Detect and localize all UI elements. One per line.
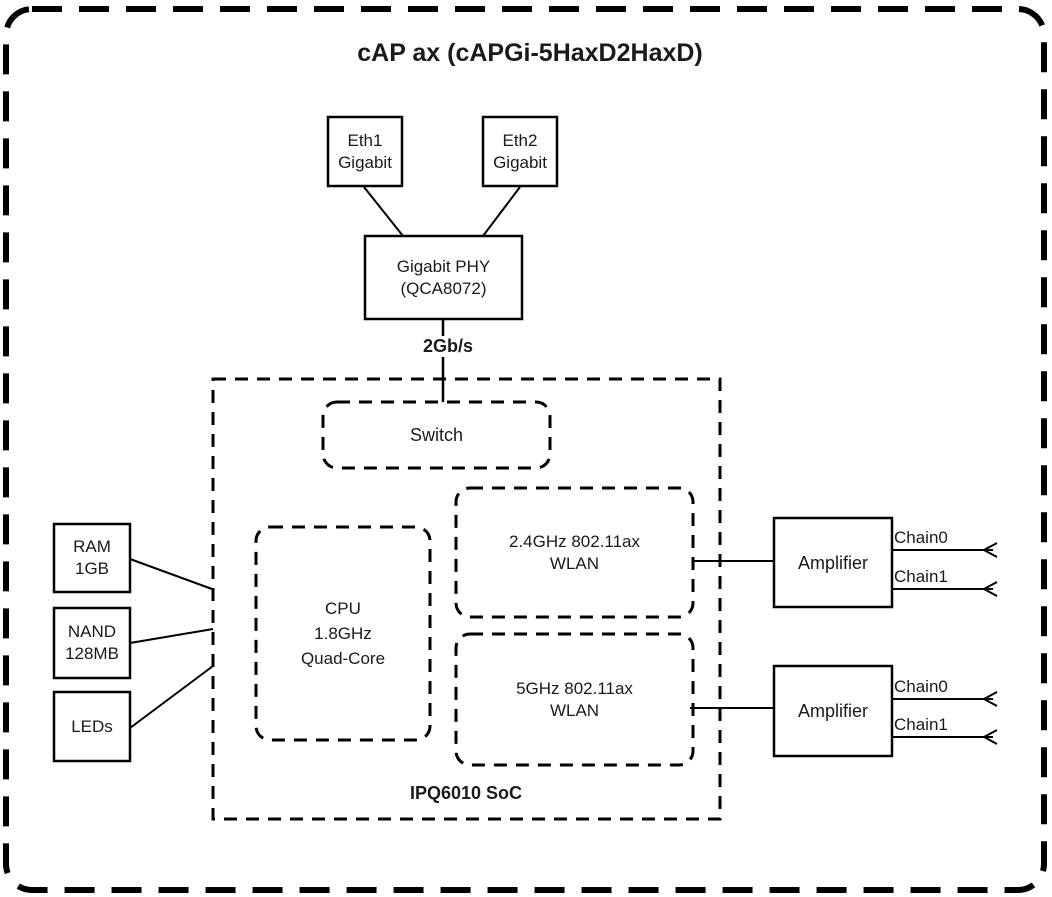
connector-nand-soc	[129, 628, 214, 644]
connector-ram-soc	[129, 558, 213, 590]
connector-leds-soc	[129, 665, 214, 729]
ram-box	[52, 522, 132, 594]
antenna-icon	[981, 729, 998, 745]
wlan-5g-box	[454, 632, 695, 767]
diagram-title: cAP ax (cAPGi-5HaxD2HaxD)	[357, 39, 703, 67]
leds-box	[52, 690, 132, 763]
connector-eth1-phy	[363, 186, 404, 237]
link-speed-label: 2Gb/s	[411, 336, 485, 357]
amplifier-2g4-box	[772, 516, 894, 609]
chain0-5g-label: Chain0	[894, 677, 948, 696]
antenna-icon	[981, 691, 998, 707]
chain1-2g4-label: Chain1	[894, 567, 948, 586]
antenna-icon	[981, 581, 998, 597]
eth1-port-box	[326, 115, 404, 188]
amplifier-5g-box	[772, 664, 894, 758]
gigabit-phy-box	[363, 234, 524, 321]
chain0-2g4-label: Chain0	[894, 528, 948, 547]
outer-frame	[3, 6, 1047, 893]
wlan-2g4-box	[454, 486, 695, 619]
cpu-box	[254, 525, 432, 742]
nand-box	[52, 606, 132, 680]
eth2-port-box	[481, 115, 559, 188]
antenna-icon	[981, 542, 998, 558]
switch-box	[321, 400, 552, 470]
soc-label: IPQ6010 SoC	[409, 783, 523, 803]
chain1-5g-label: Chain1	[894, 715, 948, 734]
connector-eth2-phy	[482, 186, 521, 237]
soc-box	[211, 377, 722, 821]
